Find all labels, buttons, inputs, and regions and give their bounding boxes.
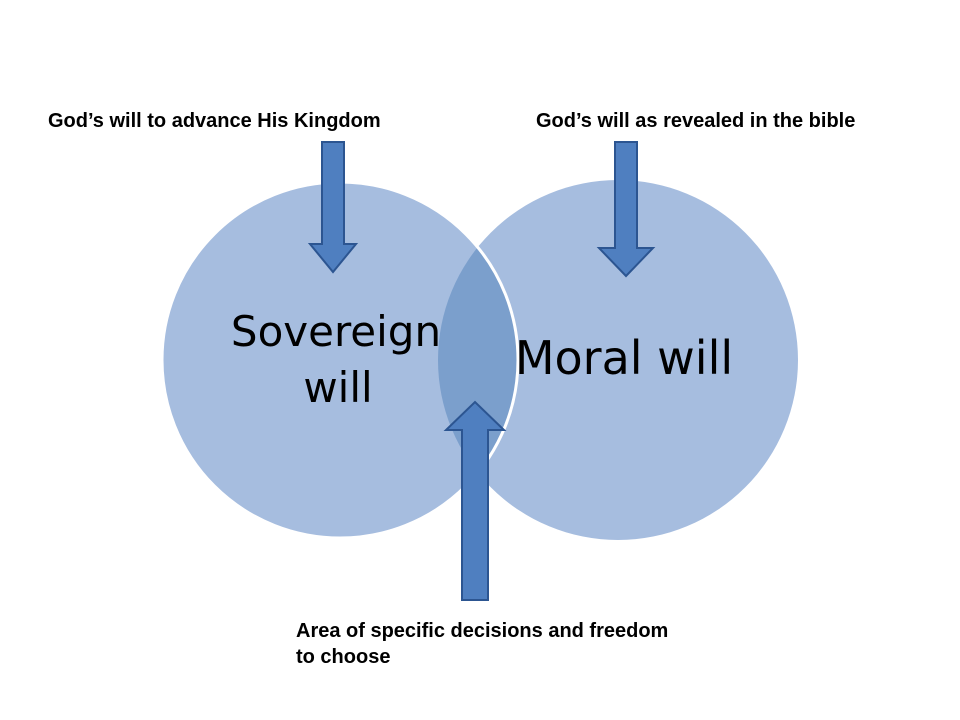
arrow-down-sovereign xyxy=(307,141,359,274)
moral-will-annotation: God’s will as revealed in the bible xyxy=(536,110,856,132)
overlap-annotation-line2: to choose xyxy=(296,646,391,668)
moral-will-label: Moral will xyxy=(515,331,733,385)
sovereign-will-annotation: God’s will to advance His Kingdom xyxy=(48,110,381,132)
arrow-down-moral xyxy=(596,141,656,278)
sovereign-will-circle xyxy=(162,182,518,538)
overlap-annotation-line1: Area of specific decisions and freedom xyxy=(296,620,669,642)
sovereign-will-label-line1: Sovereign xyxy=(231,307,441,356)
moral-will-circle xyxy=(438,180,798,540)
arrow-up-overlap xyxy=(443,400,507,601)
overlap-annotation: Area of specific decisions and freedom t… xyxy=(296,618,668,670)
sovereign-will-label-line2: will xyxy=(303,363,372,412)
